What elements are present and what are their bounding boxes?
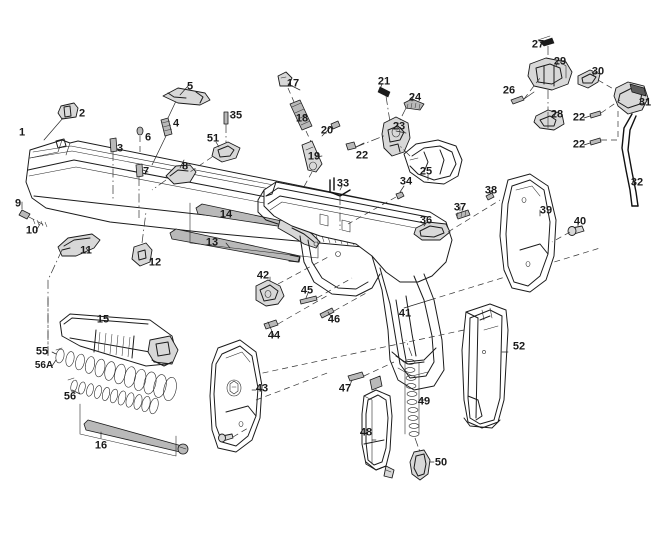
mag-release-group-art	[347, 339, 435, 481]
callout-hammer-pin: 21	[377, 75, 391, 88]
slide-stop-group-art	[577, 69, 649, 207]
callout-magazine-release-button: 48	[359, 426, 373, 439]
front-sight-art	[43, 102, 79, 141]
locking-block-art	[131, 211, 153, 267]
callout-extractor-plunger-spring: 4	[172, 117, 180, 130]
hammer-group-art	[345, 83, 463, 185]
recoil-spring-art	[51, 347, 189, 457]
callout-hammer-strut-pin: 22	[355, 149, 369, 162]
callout-rear-sight-screw: 27	[531, 38, 545, 51]
callout-sear-spring: 18	[295, 112, 309, 125]
firing-pin-art	[151, 159, 197, 191]
callout-magazine: 52	[512, 340, 526, 353]
callout-recoil-spring: 56	[63, 390, 77, 403]
callout-decocker-spring: 10	[25, 224, 39, 237]
callout-left-grip-panel: 43	[255, 382, 269, 395]
extractor-group-art	[151, 85, 211, 166]
callout-slide-catch-spring: 32	[630, 176, 644, 189]
callout-slide-catch-pin: 22	[572, 111, 586, 124]
barrel-assembly-art	[47, 298, 179, 367]
callout-extractor-retainer: 51	[206, 132, 220, 145]
callout-slide: 1	[18, 126, 26, 139]
frame-art	[257, 181, 601, 391]
callout-extractor: 5	[186, 80, 194, 93]
ejector-art	[329, 177, 405, 230]
callout-magazine-catch-spring: 37	[453, 201, 467, 214]
callout-hammer-spring-housing: 25	[419, 165, 433, 178]
callout-recoil-spring-guide-rod: 13	[205, 236, 219, 249]
decocker-group-art	[18, 201, 101, 356]
callout-trigger-bar: 42	[256, 269, 270, 282]
callout-front-sight: 2	[78, 107, 86, 120]
callout-hammer-spring-strut: 24	[408, 91, 422, 104]
callout-firing-pin-retaining-pin: 3	[116, 142, 124, 155]
callout-magazine-catch: 36	[419, 214, 433, 227]
left-grip-panel-art	[209, 339, 331, 453]
magazine-art	[229, 303, 509, 429]
callout-barrel-assembly: 15	[96, 313, 110, 326]
right-grip-panel-art	[499, 173, 585, 293]
callout-magazine-catch-pin: 47	[338, 382, 352, 395]
callout-firing-pin-block-plunger: 7	[142, 165, 150, 178]
callout-firing-pin-spring-pin: 6	[144, 131, 152, 144]
callout-sear-retaining-pin: 20	[320, 124, 334, 137]
mag-catch-group-art	[413, 189, 501, 241]
callout-sear-pin: 17	[286, 77, 300, 90]
callout-recoil-spring-outer: 55	[35, 345, 49, 358]
callout-hammer-spring-cap: 50	[434, 456, 448, 469]
pin-35-51-art	[189, 111, 241, 173]
callout-trigger-bar-spring-pin: 45	[300, 284, 314, 297]
trigger-group-art	[255, 255, 369, 337]
callout-ejector-pin: 34	[399, 175, 413, 188]
misc-detail-art	[383, 465, 395, 479]
callout-ejector: 33	[336, 177, 350, 190]
callout-grip-screw: 40	[573, 215, 587, 228]
callout-magazine-catch-retainer: 38	[484, 184, 498, 197]
callout-extractor-pin: 35	[229, 109, 243, 122]
rear-sight-group-art	[510, 35, 573, 131]
callout-recoil-spring-guide: 16	[94, 439, 108, 452]
pin-6-7-art	[135, 126, 149, 218]
callout-locking-block: 12	[148, 256, 162, 269]
callout-firing-pin: 8	[181, 160, 189, 173]
callout-barrel: 14	[219, 208, 233, 221]
callout-firing-pin-block-lever-pin: 26	[502, 84, 516, 97]
callout-hammer: 23	[392, 120, 406, 133]
callout-frame: 41	[398, 307, 412, 320]
callout-rear-sight-blade: 28	[550, 108, 564, 121]
callout-recoil-spring-inner: 56A	[34, 360, 54, 371]
pin-3-art	[109, 137, 118, 200]
callout-slide-stop-lever: 30	[591, 65, 605, 78]
callout-hammer-spring: 49	[417, 395, 431, 408]
callout-slide-catch: 31	[638, 96, 652, 109]
callout-slide-catch-pin-2: 22	[572, 138, 586, 151]
callout-rear-sight-body: 29	[553, 55, 567, 68]
callout-right-grip-panel: 39	[539, 204, 553, 217]
callout-safety-decocking-lever: 11	[80, 244, 92, 257]
grip-medallion-icon	[226, 379, 242, 397]
callout-sear: 19	[307, 150, 321, 163]
callout-trigger-pin: 44	[267, 329, 281, 342]
callout-decocker-detent-pin: 9	[14, 197, 22, 210]
callout-trigger-spring-pin: 46	[327, 313, 341, 326]
